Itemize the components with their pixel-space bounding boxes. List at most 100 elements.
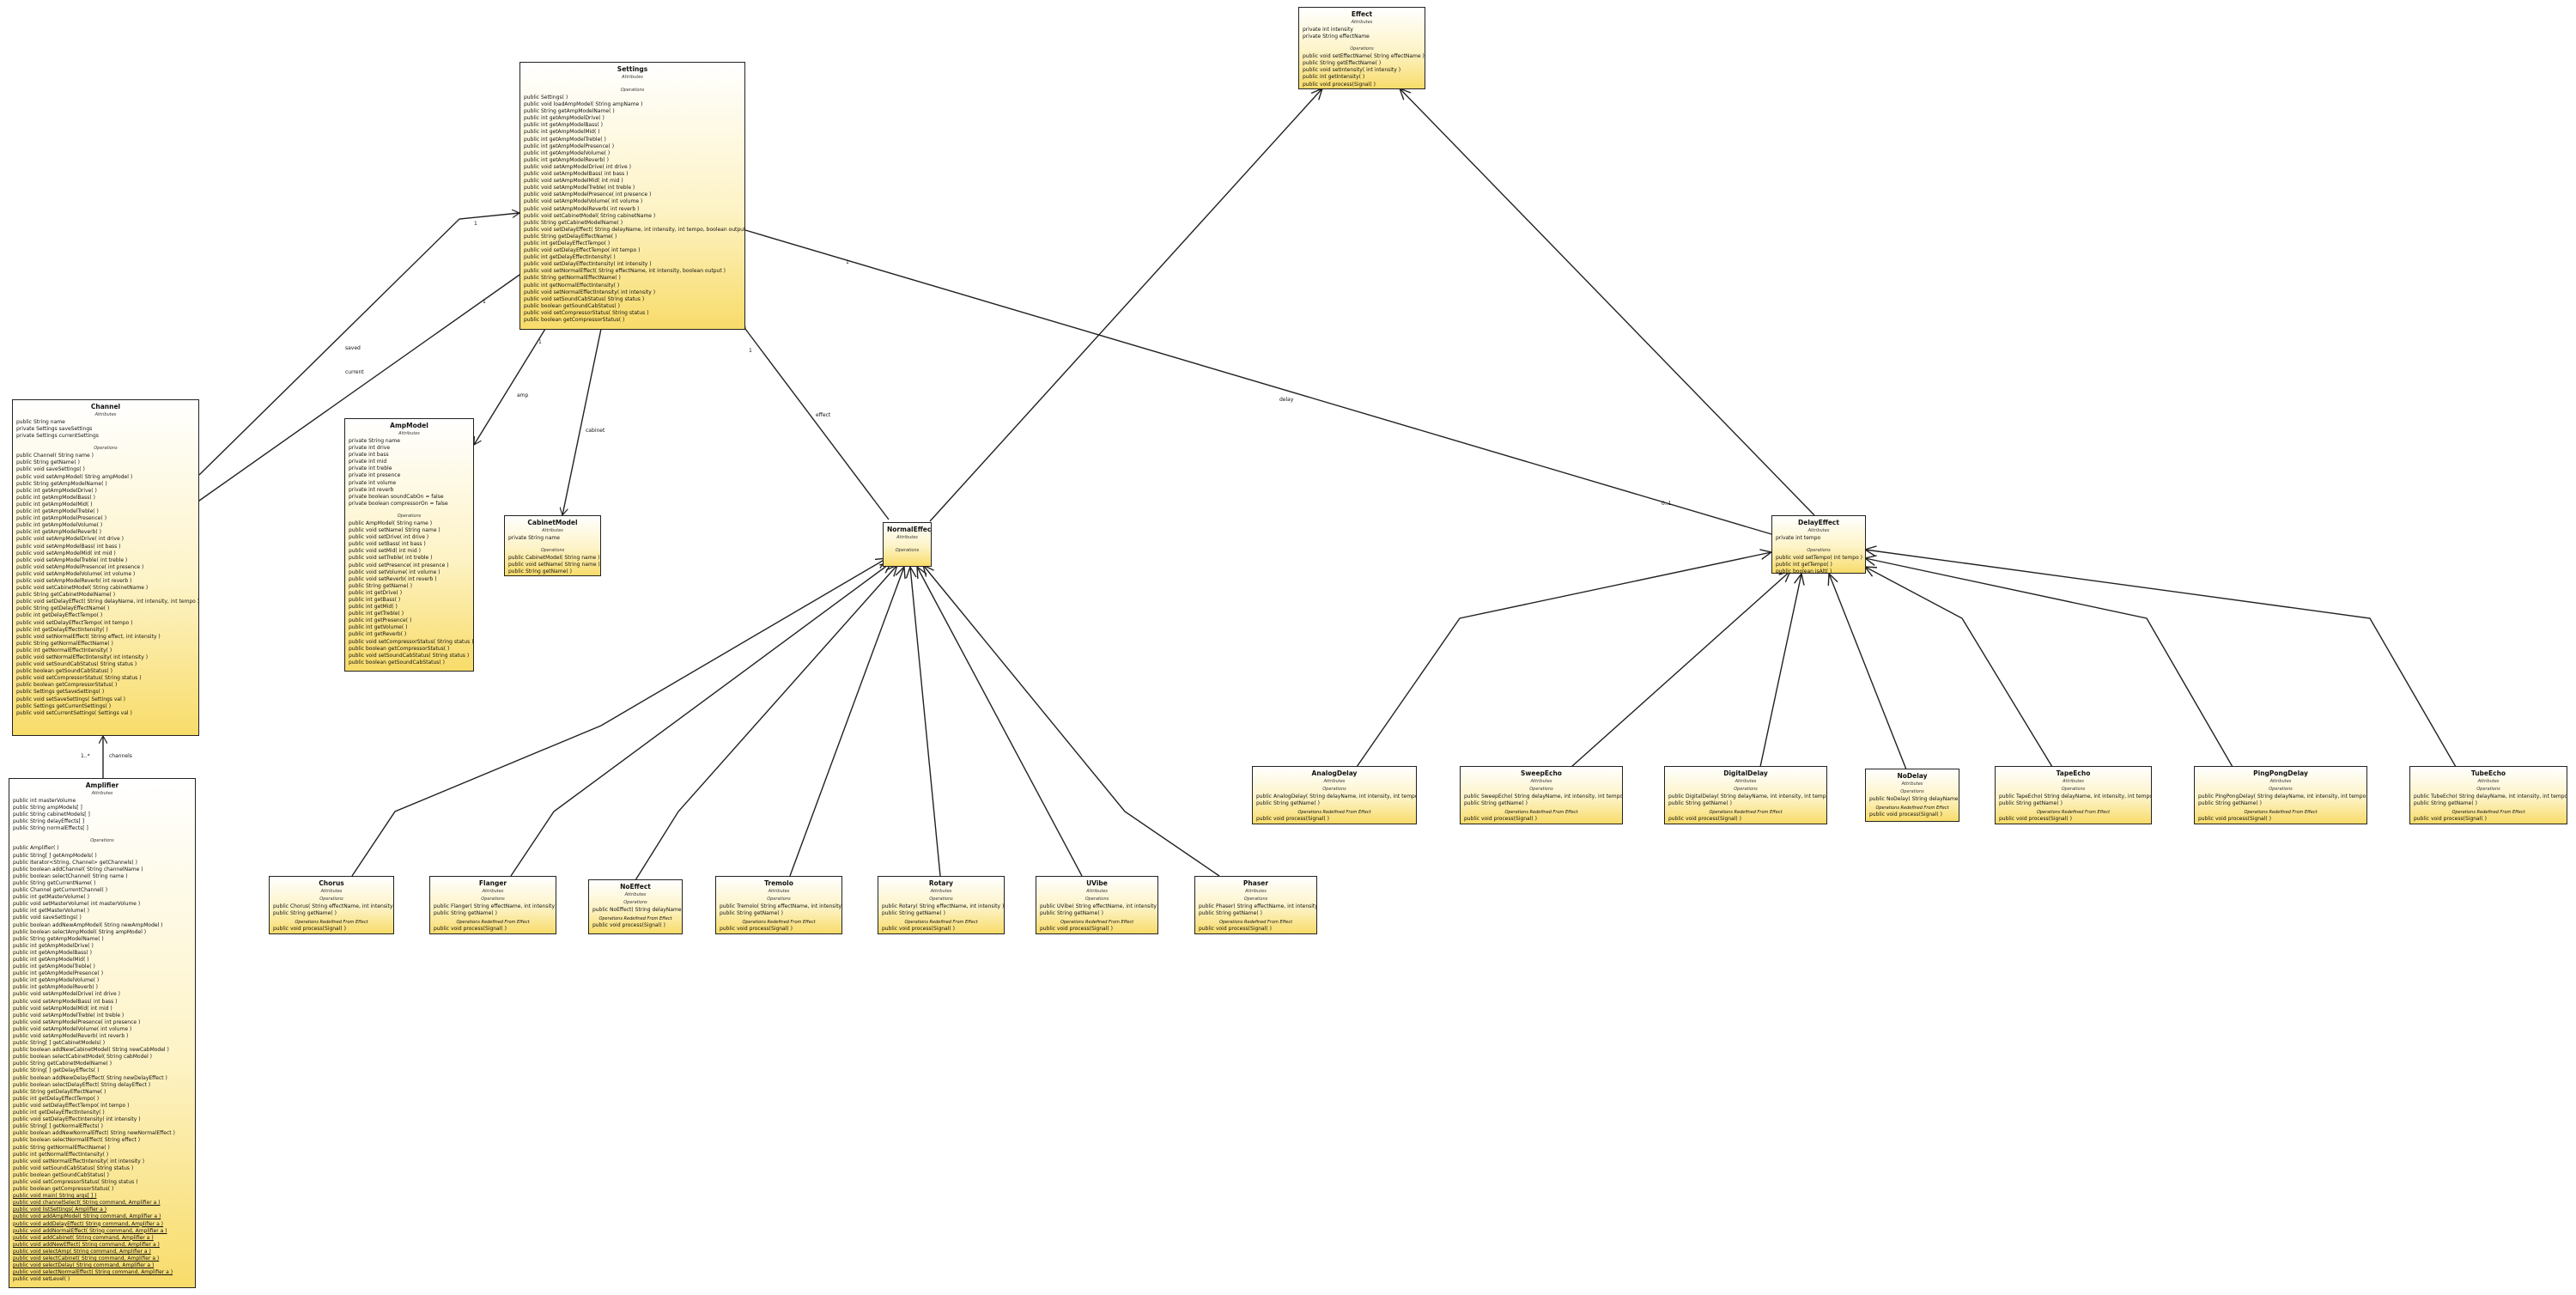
- operation: public void setAmpModelDrive( int drive …: [524, 163, 631, 170]
- constructor: public AnalogDelay( String delayName, in…: [1256, 793, 1417, 799]
- label-current-one: 1: [483, 299, 486, 305]
- operation: public void setCompressorStatus( String …: [349, 638, 474, 645]
- attribute: private int presence: [349, 472, 401, 479]
- operation: public String getAmpModelName( ): [16, 480, 107, 487]
- operation: public void setAmpModelTreble( int trebl…: [524, 185, 635, 192]
- edge-normal-effect: [929, 88, 1322, 522]
- operation: public void setDelayEffectTempo( int tem…: [13, 1102, 130, 1109]
- class-name: Flanger: [478, 879, 507, 887]
- operation: public int getAmpModelReverb( ): [16, 529, 102, 536]
- label-effect-one: 1: [749, 348, 752, 354]
- operation: public void setEffectName( String effect…: [1303, 53, 1425, 60]
- operation: public int getTreble( ): [349, 611, 404, 617]
- operation: public int getNormalEffectIntensity( ): [13, 1151, 109, 1158]
- operation: public void setAmpModelMid( int mid ): [16, 550, 116, 556]
- class-name: DelayEffect: [1798, 519, 1839, 526]
- attributes-header: Attributes: [930, 889, 952, 894]
- attributes-header: Attributes: [1351, 20, 1373, 25]
- edge-univibe-normal: [917, 567, 1083, 877]
- attributes-header: Attributes: [768, 889, 790, 894]
- operation: public String getName( ): [508, 568, 572, 575]
- class-name: Effect: [1351, 10, 1373, 18]
- operation: public void setAmpModelPresence( int pre…: [13, 1018, 141, 1025]
- operation: public boolean getCompressorStatus( ): [524, 317, 625, 323]
- edge-tremolo-normal: [789, 567, 904, 877]
- edge-pingpong-delay: [1865, 558, 2233, 768]
- operations-header: Operations: [1084, 897, 1109, 902]
- operation: public boolean selectAmpModel( String am…: [13, 928, 147, 935]
- attributes-header: Attributes: [1086, 889, 1108, 894]
- operation: public void setAmpModelPresence( int pre…: [16, 563, 144, 570]
- attribute: private Settings saveSettings: [16, 426, 93, 433]
- operation: public int getMid( ): [349, 604, 398, 611]
- class-name: NoEffect: [620, 883, 651, 891]
- operation: public int getAmpModelBass( ): [16, 494, 95, 501]
- operation: public void setName( String name ): [508, 562, 600, 568]
- operation: public Settings getSaveSettings( ): [16, 689, 105, 696]
- static-operation: public void listSettings( Amplifier a ): [13, 1207, 107, 1213]
- operation: public String getDelayEffectName( ): [16, 605, 110, 612]
- operation: public void setVolume( int volume ): [349, 568, 440, 575]
- operation: public void loadAmpModel( String ampName…: [524, 101, 643, 108]
- edge-delay-effect: [1400, 88, 1815, 516]
- attribute: private String name: [349, 438, 400, 444]
- label-delay-one: 1: [846, 259, 849, 265]
- attribute: public String cabinetModels[ ]: [13, 812, 90, 818]
- operation: public void setNormalEffectIntensity( in…: [524, 289, 656, 295]
- attributes-header: Attributes: [624, 892, 647, 897]
- constructor: public TubeEcho( String delayName, int i…: [2414, 793, 2567, 799]
- operation: public String getName( ): [1464, 800, 1528, 807]
- operation: public int getReverb( ): [349, 631, 407, 638]
- operation: public void setTreble( int treble ): [349, 555, 433, 562]
- operations-header: Operations: [94, 446, 118, 452]
- operation: public void setAmpModelBass( int bass ): [16, 543, 121, 550]
- operation: public Channel getCurrentChannel( ): [13, 887, 108, 894]
- operation: public void setMid( int mid ): [349, 548, 421, 555]
- class-name: SweepEcho: [1521, 769, 1562, 777]
- static-operation: public void addNormalEffect( String comm…: [13, 1227, 167, 1234]
- static-operation: public void addDelayEffect( String comma…: [13, 1220, 164, 1227]
- operation: public void process(Signal( ): [1464, 816, 1537, 823]
- operation: public void process(Signal( ): [882, 926, 955, 933]
- operation: public String getName( ): [1668, 800, 1732, 807]
- operation: public void setSoundCabStatus( String st…: [13, 1164, 134, 1171]
- attribute: private String effectName: [1303, 33, 1370, 40]
- edge-rotary-normal: [910, 567, 941, 877]
- inherited-header: Operations Redefined From Effect: [1875, 806, 1949, 812]
- operations-header: Operations: [929, 897, 953, 902]
- operation: public void setAmpModelTreble( int trebl…: [13, 1012, 125, 1018]
- static-operation: public void channelSelect( String comman…: [13, 1200, 161, 1207]
- edge-settings-cabinet: [562, 328, 602, 515]
- static-operation: public void selectAmp( String command, A…: [13, 1248, 151, 1255]
- operation: public int getAmpModelPresence( ): [524, 143, 615, 149]
- edge-analog-delay: [1356, 552, 1771, 768]
- operation: public String getName( ): [1999, 800, 2063, 807]
- operations-header: Operations: [540, 548, 565, 554]
- constructor: public Chorus( String effectName, int in…: [273, 903, 394, 909]
- inherited-header: Operations Redefined From Effect: [1709, 810, 1783, 816]
- attributes-header: Attributes: [1901, 781, 1923, 787]
- class-name: Channel: [90, 403, 121, 410]
